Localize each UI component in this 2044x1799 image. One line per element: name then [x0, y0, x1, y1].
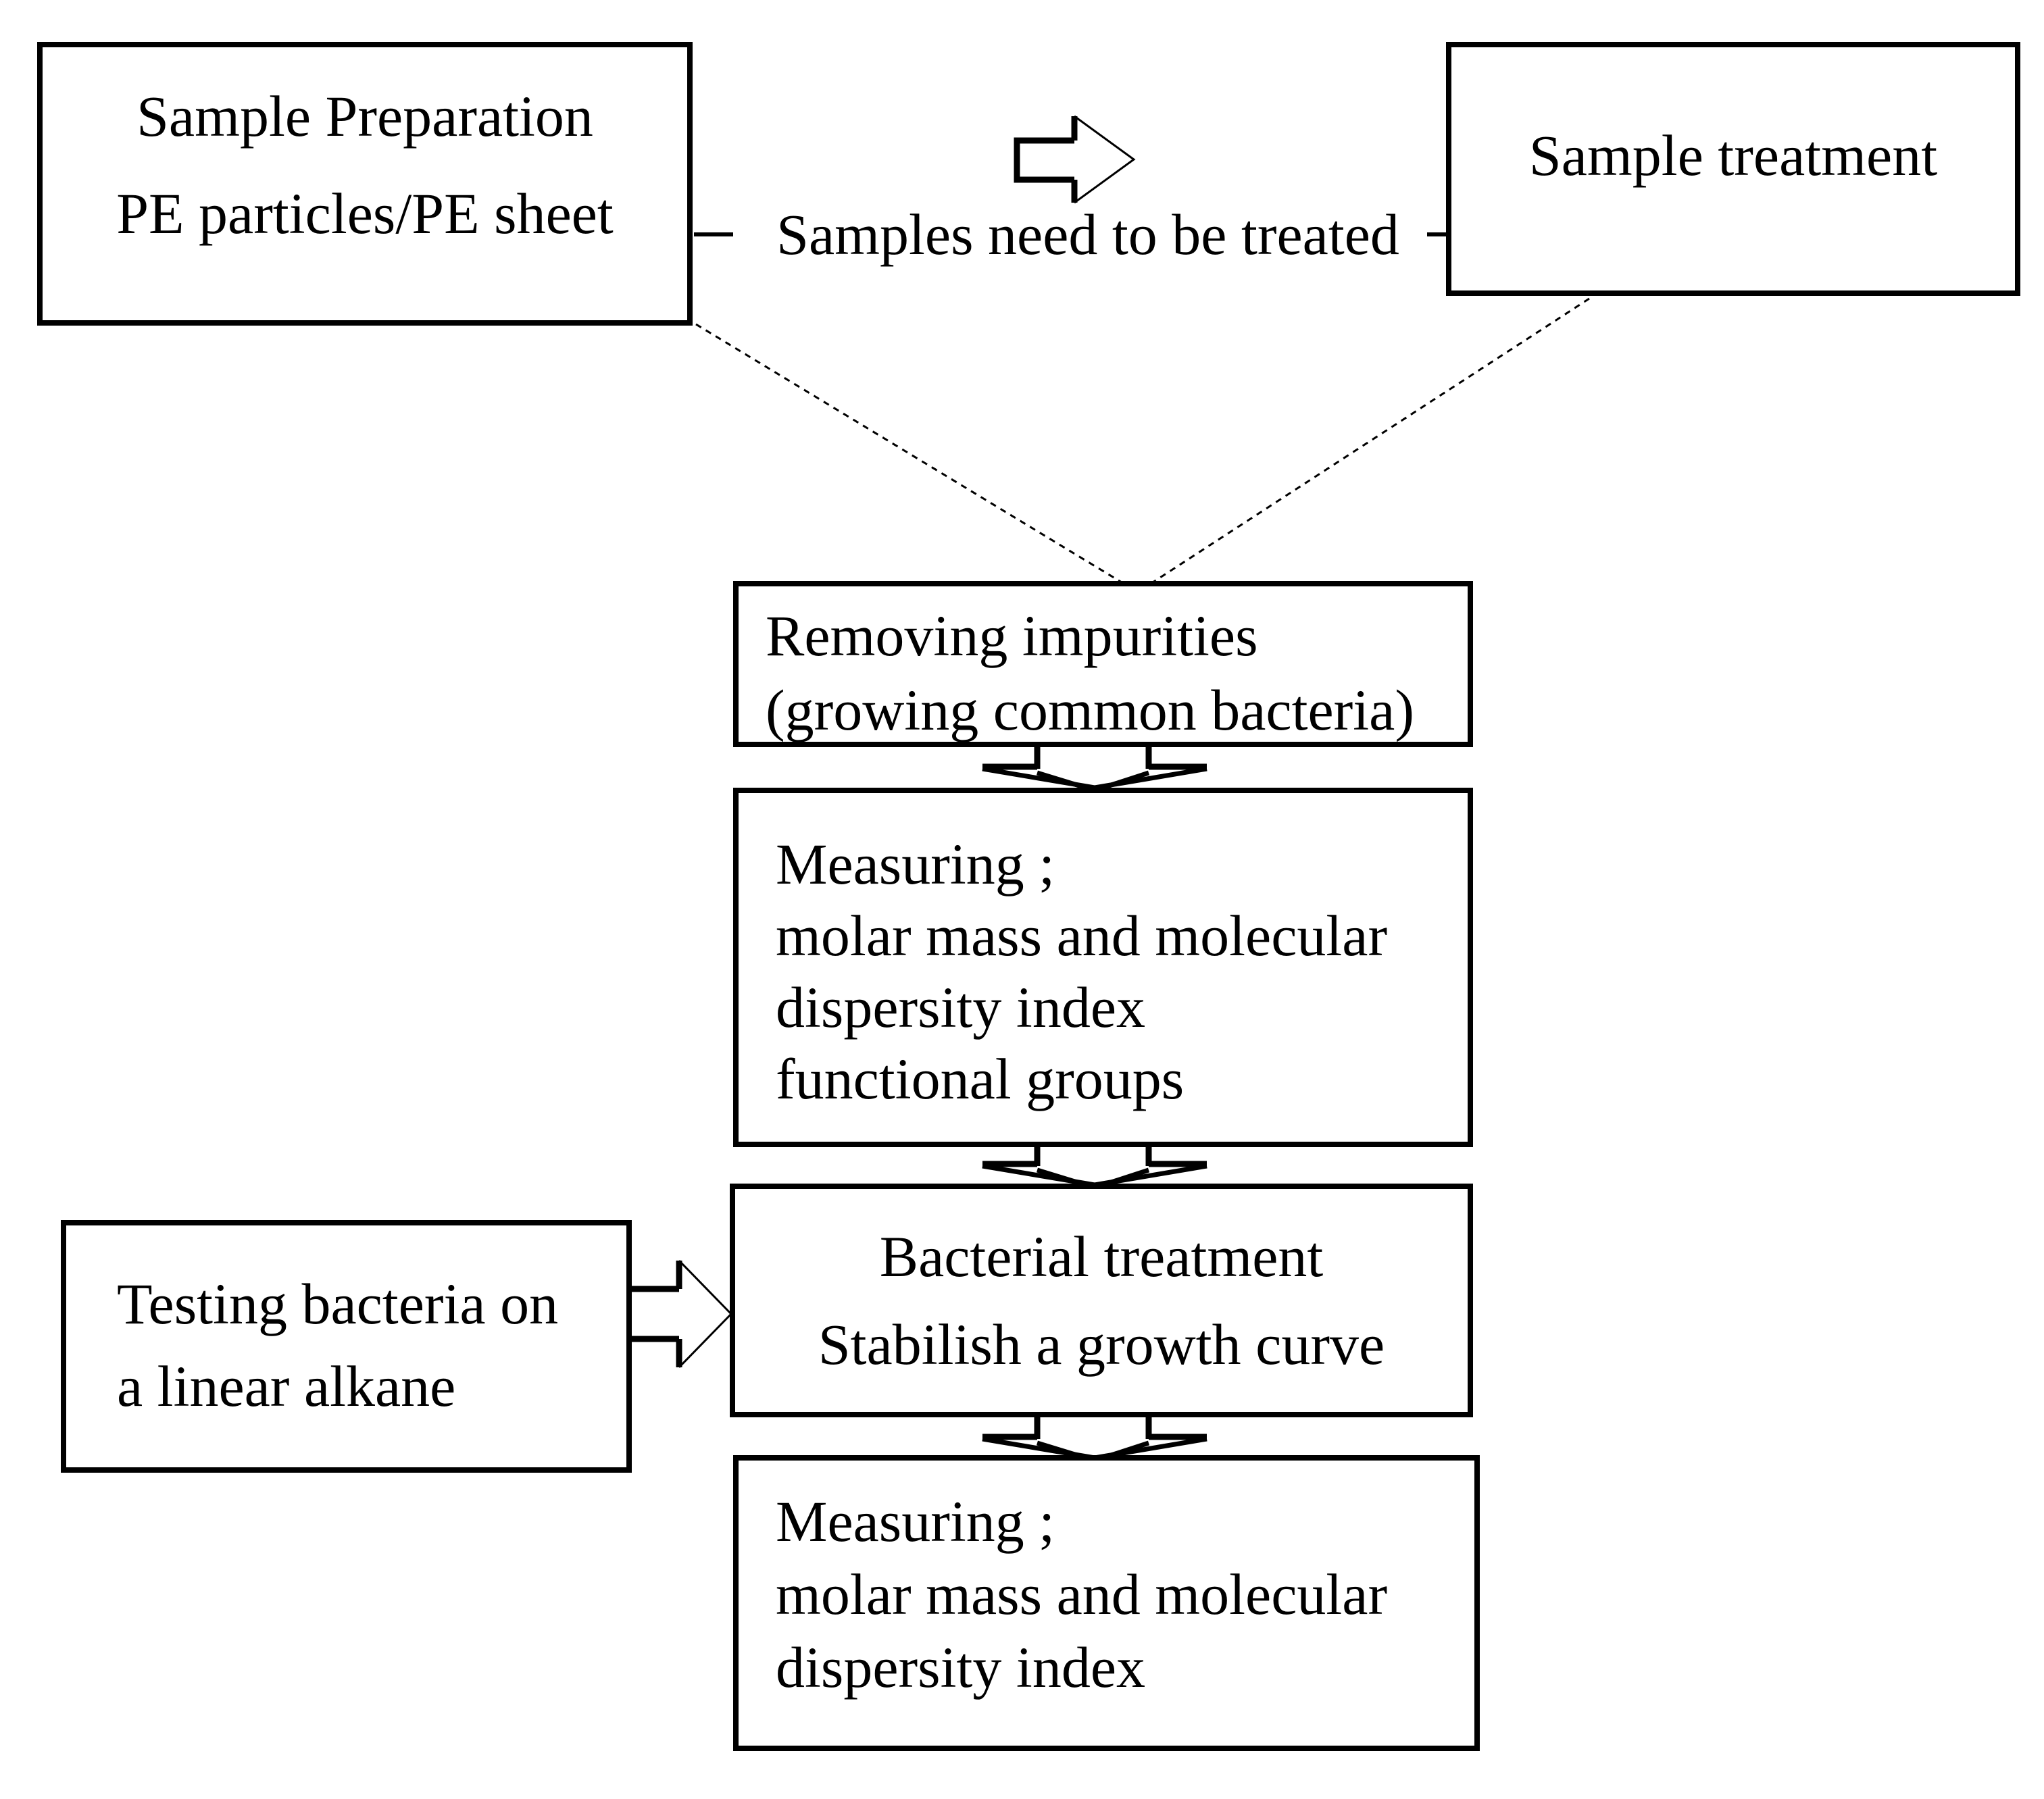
node-line: Removing impurities: [766, 603, 1258, 668]
node-line: Measuring ;: [776, 1489, 1055, 1554]
node-bacterial-treatment: Bacterial treatment Stabilish a growth c…: [730, 1184, 1473, 1417]
node-line: dispersity index: [776, 1635, 1145, 1700]
down-arrow-icon: [982, 1415, 1207, 1461]
node-line: molar mass and molecular: [776, 903, 1388, 968]
node-line: Bacterial treatment: [879, 1224, 1324, 1289]
node-line: (growing common bacteria): [766, 678, 1414, 742]
node-line: Stabilish a growth curve: [818, 1312, 1385, 1377]
node-line: a linear alkane: [117, 1354, 456, 1419]
node-line: Sample treatment: [1528, 123, 1938, 188]
node-line: PE particles/PE sheet: [116, 181, 614, 246]
down-arrow-icon: [982, 1142, 1207, 1188]
node-measuring-2: Measuring ; molar mass and molecular dis…: [733, 1455, 1480, 1751]
node-line: Testing bacteria on: [117, 1271, 559, 1336]
node-line: Measuring ;: [776, 832, 1055, 896]
node-sample-preparation: Sample Preparation PE particles/PE sheet: [37, 42, 693, 326]
connector-label: Samples need to be treated: [776, 202, 1399, 267]
right-block-arrow-icon: [632, 1259, 733, 1369]
node-sample-treatment: Sample treatment: [1446, 42, 2020, 296]
right-block-arrow-icon: [1014, 115, 1136, 204]
node-testing-bacteria: Testing bacteria on a linear alkane: [61, 1220, 632, 1473]
node-line: molar mass and molecular: [776, 1562, 1388, 1627]
node-removing-impurities: Removing impurities (growing common bact…: [733, 581, 1473, 747]
node-line: dispersity index: [776, 975, 1145, 1040]
node-measuring-1: Measuring ; molar mass and molecular dis…: [733, 788, 1473, 1147]
node-line: Sample Preparation: [136, 84, 593, 149]
node-line: functional groups: [776, 1046, 1185, 1111]
down-arrow-icon: [982, 744, 1207, 790]
dashed-diagonal-line: [695, 297, 1590, 584]
